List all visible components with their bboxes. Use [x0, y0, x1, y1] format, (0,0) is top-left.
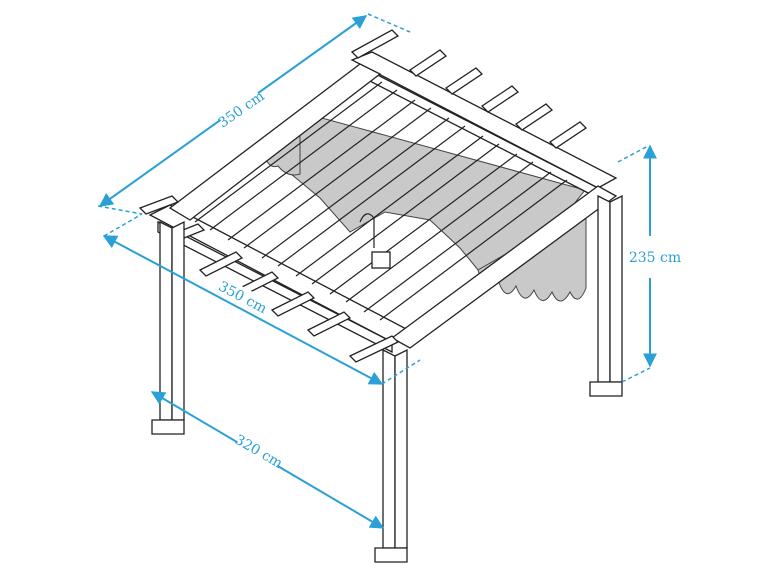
post-front-right: [374, 348, 408, 563]
pergola-structure: [138, 29, 623, 563]
dimension-height-label: 235 cm: [629, 250, 681, 266]
dimension-front-width: 350 cm: [102, 213, 421, 385]
dimension-top-label: 350 cm: [216, 88, 268, 131]
dimension-height: 235 cm: [617, 144, 681, 383]
right-cross-beam: [390, 185, 618, 349]
dimension-post-spacing: 320 cm: [150, 391, 385, 529]
post-back-right: [589, 194, 623, 397]
rafter-tails-back: [350, 29, 588, 149]
